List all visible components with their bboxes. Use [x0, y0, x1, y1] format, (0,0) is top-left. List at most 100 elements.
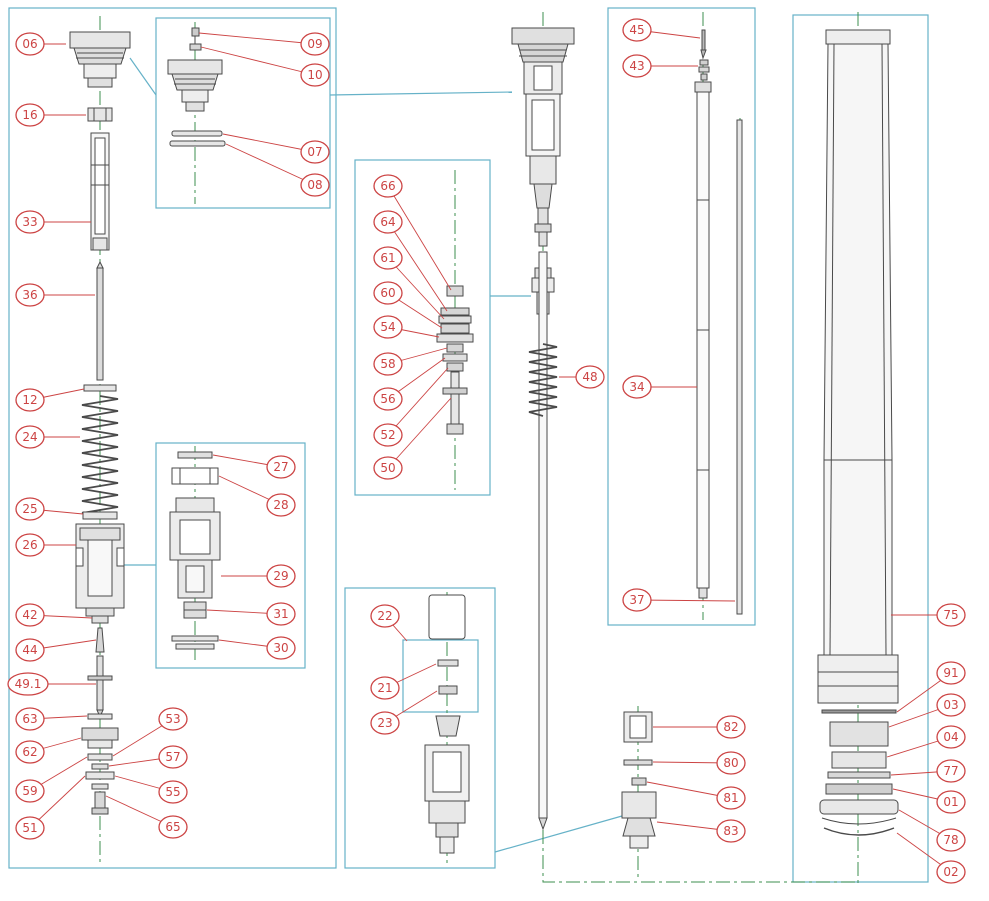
callout-bubble — [716, 715, 746, 739]
callout-label: 30 — [273, 641, 288, 655]
callout-bubble — [936, 828, 966, 852]
locknut-66-part — [446, 285, 464, 297]
assembly-boxes — [8, 7, 929, 883]
callout-22: 22 — [370, 604, 400, 628]
callout-bubble — [266, 455, 296, 479]
valve-rod-50-part — [442, 371, 468, 435]
callout-bubble — [373, 423, 403, 447]
callout-bubble — [15, 425, 45, 449]
spring-cup-part — [81, 727, 119, 749]
callout-bubble — [266, 602, 296, 626]
outer-tube-part — [817, 29, 899, 704]
washer-08-part — [169, 140, 226, 147]
dust-seal-78-part — [819, 799, 899, 825]
leader-line-66 — [387, 185, 452, 291]
callout-83: 83 — [716, 819, 746, 843]
callout-bubble — [15, 388, 45, 412]
callout-label: 78 — [943, 833, 958, 847]
callout-label: 08 — [307, 178, 322, 192]
callout-bubble — [266, 493, 296, 517]
callout-21: 21 — [370, 676, 400, 700]
callout-bubble — [300, 140, 330, 164]
callout-bubble — [15, 707, 45, 731]
callout-bubble — [158, 745, 188, 769]
callout-56: 56 — [373, 387, 403, 411]
callout-bubble — [266, 564, 296, 588]
callout-label: 25 — [22, 502, 37, 516]
callout-label: 28 — [273, 498, 288, 512]
callout-bubble — [575, 365, 605, 389]
callout-65: 65 — [158, 815, 188, 839]
callout-label: 27 — [273, 460, 288, 474]
callout-label: 57 — [165, 750, 180, 764]
check-plate-part — [91, 615, 109, 624]
callout-label: 82 — [723, 720, 738, 734]
callout-label: 01 — [943, 795, 958, 809]
piston-ring-part — [171, 467, 219, 485]
callout-label: 31 — [273, 607, 288, 621]
valve-31-part — [183, 601, 207, 619]
shims-30-part — [171, 635, 219, 650]
callout-16: 16 — [15, 103, 45, 127]
needle-rod-part — [96, 260, 104, 381]
callout-77: 77 — [936, 759, 966, 783]
left-assembly-outline — [8, 7, 337, 869]
callout-label: 63 — [22, 712, 37, 726]
shim-stack-parts — [85, 753, 115, 815]
oring-07-part — [171, 130, 223, 137]
callout-bubble — [15, 816, 45, 840]
outer-tube-outline — [792, 14, 929, 883]
callout-label: 26 — [22, 538, 37, 552]
callout-25: 25 — [15, 497, 45, 521]
valve-shims-parts — [436, 307, 474, 372]
callout-label: 10 — [307, 68, 322, 82]
callout-bubble — [716, 819, 746, 843]
callout-label: 33 — [22, 215, 37, 229]
damper-tube-part — [90, 132, 110, 251]
pushrod-34-part — [694, 81, 712, 599]
callout-62: 62 — [15, 740, 45, 764]
callout-label: 83 — [723, 824, 738, 838]
axle-lug-83-part — [621, 791, 657, 849]
bleed-screw-part — [189, 27, 202, 51]
callout-label: 60 — [380, 286, 395, 300]
callout-label: 53 — [165, 712, 180, 726]
callout-label: 62 — [22, 745, 37, 759]
callout-57: 57 — [158, 745, 188, 769]
callout-34: 34 — [622, 375, 652, 399]
callout-bubble — [373, 174, 403, 198]
ring-02-part — [823, 827, 895, 836]
callout-label: 21 — [377, 681, 392, 695]
callout-31: 31 — [266, 602, 296, 626]
ring-80-part — [623, 759, 653, 766]
callout-bubble — [373, 281, 403, 305]
callout-36: 36 — [15, 283, 45, 307]
callout-label: 43 — [629, 59, 644, 73]
callout-bubble — [158, 815, 188, 839]
piston-rod-part — [531, 251, 555, 831]
cap-subassembly-outline — [155, 17, 331, 209]
callout-64: 64 — [373, 210, 403, 234]
callout-bubble — [622, 375, 652, 399]
callout-09: 09 — [300, 32, 330, 56]
callout-91: 91 — [936, 661, 966, 685]
callout-label: 24 — [22, 430, 37, 444]
fork-cap-part — [69, 31, 131, 88]
connector-line — [129, 57, 157, 96]
callout-label: 51 — [22, 821, 37, 835]
callout-bubble — [936, 860, 966, 884]
callout-label: 36 — [22, 288, 37, 302]
leader-line-50 — [387, 397, 452, 469]
callout-label: 34 — [629, 380, 644, 394]
callout-26: 26 — [15, 533, 45, 557]
callout-33: 33 — [15, 210, 45, 234]
callout-42: 42 — [15, 603, 45, 627]
callout-label: 54 — [380, 320, 395, 334]
callout-12: 12 — [15, 388, 45, 412]
clip-81-part — [631, 777, 647, 786]
callout-label: 50 — [380, 461, 395, 475]
ring-01-part — [825, 783, 893, 795]
thin-washer-63-part — [87, 713, 113, 720]
spacer-part — [87, 107, 113, 122]
